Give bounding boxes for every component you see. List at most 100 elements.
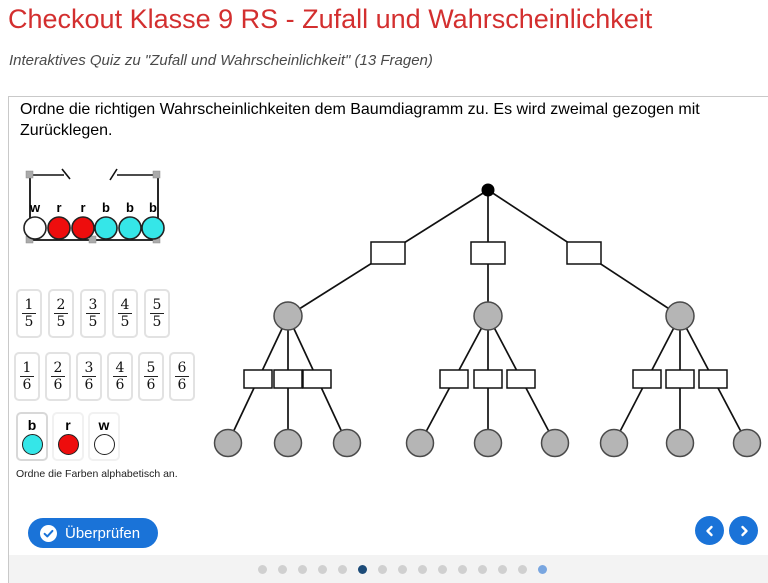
color-tile-b[interactable]: b <box>16 412 48 461</box>
probability-drop-box-level2[interactable] <box>506 369 536 389</box>
urn-opening-left <box>30 168 71 180</box>
pagination-dot-12[interactable] <box>478 565 487 574</box>
fraction-denominator: 5 <box>120 314 130 330</box>
pagination-dot-3[interactable] <box>298 565 307 574</box>
ball-label: r <box>80 200 85 215</box>
pagination-dot-9[interactable] <box>418 565 427 574</box>
probability-drop-box-level2[interactable] <box>473 369 503 389</box>
urn-image: w r r b b b <box>23 168 165 244</box>
sort-hint: Ordne die Farben alphabetisch an. <box>16 468 178 480</box>
r-ball-icon <box>57 434 79 455</box>
fraction-denominator: 5 <box>24 314 34 330</box>
color-tile-w[interactable]: w <box>88 412 120 461</box>
fraction-numerator: 3 <box>81 360 97 377</box>
ball-label: w <box>29 200 41 215</box>
fraction-numerator: 3 <box>85 297 101 314</box>
fraction-numerator: 2 <box>53 297 69 314</box>
task-instruction: Ordne die richtigen Wahrscheinlichkeiten… <box>20 101 700 139</box>
red-ball-icon <box>71 216 95 240</box>
pager-bar <box>9 555 768 583</box>
fraction-numerator: 5 <box>143 360 159 377</box>
tree-leaf-drop-target[interactable] <box>473 428 503 458</box>
pagination-dot-1[interactable] <box>258 565 267 574</box>
pagination-dot-4[interactable] <box>318 565 327 574</box>
tree-diagram <box>213 183 762 458</box>
pagination-dot-7[interactable] <box>378 565 387 574</box>
probability-drop-box-level1[interactable] <box>370 241 406 265</box>
blue-ball-icon <box>94 216 118 240</box>
pagination-dot-6[interactable] <box>358 565 367 574</box>
fraction-numerator: 1 <box>21 297 37 314</box>
probability-drop-box-level2[interactable] <box>439 369 469 389</box>
pagination-dot-14[interactable] <box>518 565 527 574</box>
fraction-numerator: 2 <box>50 360 66 377</box>
tree-leaf-drop-target[interactable] <box>405 428 435 458</box>
pagination-dot-2[interactable] <box>278 565 287 574</box>
pagination-dot-5[interactable] <box>338 565 347 574</box>
tree-leaf-drop-target[interactable] <box>599 428 629 458</box>
fraction-denominator: 6 <box>22 377 32 393</box>
pagination-dot-13[interactable] <box>498 565 507 574</box>
tree-leaf-drop-target[interactable] <box>332 428 362 458</box>
white-ball-icon <box>23 216 47 240</box>
previous-question-button[interactable] <box>695 516 724 545</box>
ball-label: b <box>102 200 110 215</box>
tree-leaf-drop-target[interactable] <box>273 428 303 458</box>
tree-leaf-drop-target[interactable] <box>540 428 570 458</box>
tree-leaf-drop-target[interactable] <box>732 428 762 458</box>
page-title: Checkout Klasse 9 RS - Zufall und Wahrsc… <box>8 4 653 34</box>
pagination-dot-8[interactable] <box>398 565 407 574</box>
probability-drop-box-level1[interactable] <box>566 241 602 265</box>
check-answer-button[interactable]: Überprüfen <box>28 518 159 548</box>
pagination-dot-11[interactable] <box>458 565 467 574</box>
ball-label: r <box>56 200 61 215</box>
tree-node-drop-target[interactable] <box>473 301 503 331</box>
probability-drop-box-level2[interactable] <box>273 369 303 389</box>
pagination-dot-10[interactable] <box>438 565 447 574</box>
probability-drop-box-level2[interactable] <box>302 369 332 389</box>
fraction-numerator: 4 <box>112 360 128 377</box>
tree-node-drop-target[interactable] <box>665 301 695 331</box>
chevron-left-icon <box>704 525 716 537</box>
fraction-numerator: 4 <box>117 297 133 314</box>
fraction-numerator: 1 <box>19 360 35 377</box>
probability-drop-box-level2[interactable] <box>698 369 728 389</box>
probability-drop-box-level1[interactable] <box>470 241 506 265</box>
quiz-panel <box>8 96 768 583</box>
tree-leaf-drop-target[interactable] <box>665 428 695 458</box>
red-ball-icon <box>47 216 71 240</box>
color-tile-r[interactable]: r <box>52 412 84 461</box>
tree-leaf-drop-target[interactable] <box>213 428 243 458</box>
page-subtitle: Interaktives Quiz zu "Zufall und Wahrsch… <box>9 52 433 69</box>
probability-drop-box-level2[interactable] <box>665 369 695 389</box>
check-button-label: Überprüfen <box>65 524 141 542</box>
urn-opening-right <box>109 168 158 181</box>
blue-ball-icon <box>118 216 142 240</box>
fraction-denominator: 5 <box>152 314 162 330</box>
fraction-denominator: 6 <box>146 377 156 393</box>
probability-drop-box-level2[interactable] <box>632 369 662 389</box>
fraction-denominator: 5 <box>56 314 66 330</box>
check-circle-icon <box>40 524 57 542</box>
probability-drop-box-level2[interactable] <box>243 369 273 389</box>
blue-ball-icon <box>141 216 165 240</box>
pagination-dot-15[interactable] <box>538 565 547 574</box>
next-question-button[interactable] <box>729 516 758 545</box>
ball-label: b <box>126 200 134 215</box>
tree-node-drop-target[interactable] <box>273 301 303 331</box>
ball-label: b <box>149 200 157 215</box>
